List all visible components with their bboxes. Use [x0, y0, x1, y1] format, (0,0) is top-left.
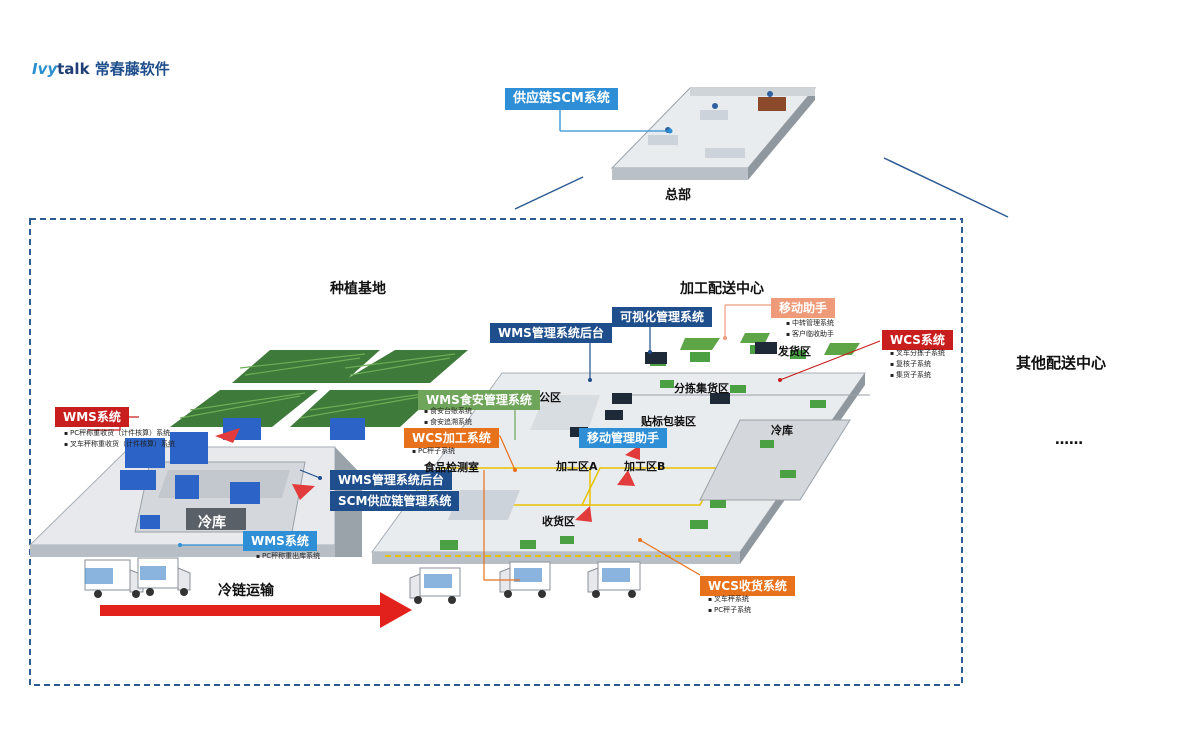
company-logo: Ivytalk 常春藤软件 [32, 58, 170, 79]
zone-area-a: 加工区A [556, 460, 598, 473]
flow-arrow [215, 428, 240, 443]
truck [84, 559, 144, 598]
wcs-system-item: 叉车分拣子系统 [890, 348, 945, 359]
mobile-assistant-label: 移动助手 [771, 298, 836, 318]
planting-wms-item: PC秤称重收货（计件核算）系统 [64, 428, 175, 439]
hq-building [610, 87, 817, 180]
wcs-processing-items: PC秤子系统 [412, 446, 455, 457]
wms-food-safety-item: 食安追溯系统 [424, 417, 472, 428]
planting-wms-bottom-items: PC秤称重出库系统 [256, 551, 320, 562]
region-dashed-border [29, 218, 963, 686]
field-plots [170, 350, 468, 427]
wcs-system-item: 集货子系统 [890, 370, 945, 381]
planting-cold-storage: 冷库 [198, 515, 226, 531]
logo-talk: talk [57, 60, 90, 78]
hq-title: 总部 [665, 188, 692, 203]
zone-receiving: 收货区 [542, 515, 575, 528]
flow-arrow [625, 445, 640, 460]
wms-food-safety-items: 食安台账系统 食安追溯系统 [424, 406, 472, 428]
wcs-receiving-label: WCS收货系统 [700, 576, 795, 596]
processing-center-title: 加工配送中心 [680, 281, 764, 297]
truck [137, 557, 191, 596]
zone-cold-storage: 冷库 [771, 424, 793, 437]
flow-arrow [292, 484, 315, 500]
visual-management-label: 可视化管理系统 [612, 307, 713, 327]
truck [409, 567, 461, 604]
planting-wms-bottom-item: PC秤称重出库系统 [256, 551, 320, 562]
zone-food-lab: 食品检测室 [424, 461, 479, 474]
wms-food-safety-label: WMS食安管理系统 [418, 390, 540, 410]
zone-sorting: 分拣集货区 [674, 382, 729, 395]
wms-food-safety-item: 食安台账系统 [424, 406, 472, 417]
hq-link-right [883, 157, 1009, 218]
other-center-title: 其他配送中心 [1016, 354, 1107, 372]
wcs-system-label: WCS系统 [882, 330, 953, 350]
cold-chain-arrow [100, 592, 412, 628]
processing-wms-backend-label: WMS管理系统后台 [490, 323, 612, 343]
wcs-receiving-items: 叉车秤系统 PC秤子系统 [708, 594, 751, 616]
other-center-more: …… [1055, 432, 1083, 448]
hq-scm-system-label: 供应链SCM系统 [505, 88, 618, 110]
planting-wms-label: WMS系统 [55, 407, 129, 427]
wcs-processing-label: WCS加工系统 [404, 428, 499, 448]
logo-ivy: Ivy [32, 60, 58, 78]
mobile-assistant-item: 中转管理系统 [786, 318, 834, 329]
planting-wms-items: PC秤称重收货（计件核算）系统 叉车秤称重收货（计件核算）系统 [64, 428, 175, 450]
flow-arrow [617, 470, 635, 486]
cold-chain-label: 冷链运输 [218, 583, 274, 599]
planting-wms-bottom-label: WMS系统 [243, 531, 317, 551]
planting-wms-backend-label: WMS管理系统后台 [330, 470, 452, 490]
wcs-receiving-item: 叉车秤系统 [708, 594, 751, 605]
mobile-assistant-items: 中转管理系统 客户临收助手 [786, 318, 834, 340]
mobile-assistant-item: 客户临收助手 [786, 329, 834, 340]
planting-base-title: 种植基地 [330, 281, 386, 297]
wcs-processing-item: PC秤子系统 [412, 446, 455, 457]
logo-name-cn: 常春藤软件 [94, 60, 170, 78]
zone-labeling: 贴标包装区 [641, 415, 696, 428]
planting-scm-backend-label: SCM供应链管理系统 [330, 491, 460, 511]
hq-link-left [514, 176, 584, 210]
flow-arrow [575, 506, 592, 522]
truck [499, 561, 551, 598]
wcs-system-items: 叉车分拣子系统 复核子系统 集货子系统 [890, 348, 945, 381]
wcs-receiving-item: PC秤子系统 [708, 605, 751, 616]
mobile-management-label: 移动管理助手 [579, 428, 668, 448]
zone-shipping: 发货区 [778, 345, 811, 358]
zone-area-b: 加工区B [624, 460, 666, 473]
planting-wms-item: 叉车秤称重收货（计件核算）系统 [64, 439, 175, 450]
truck [587, 561, 641, 598]
wcs-system-item: 复核子系统 [890, 359, 945, 370]
